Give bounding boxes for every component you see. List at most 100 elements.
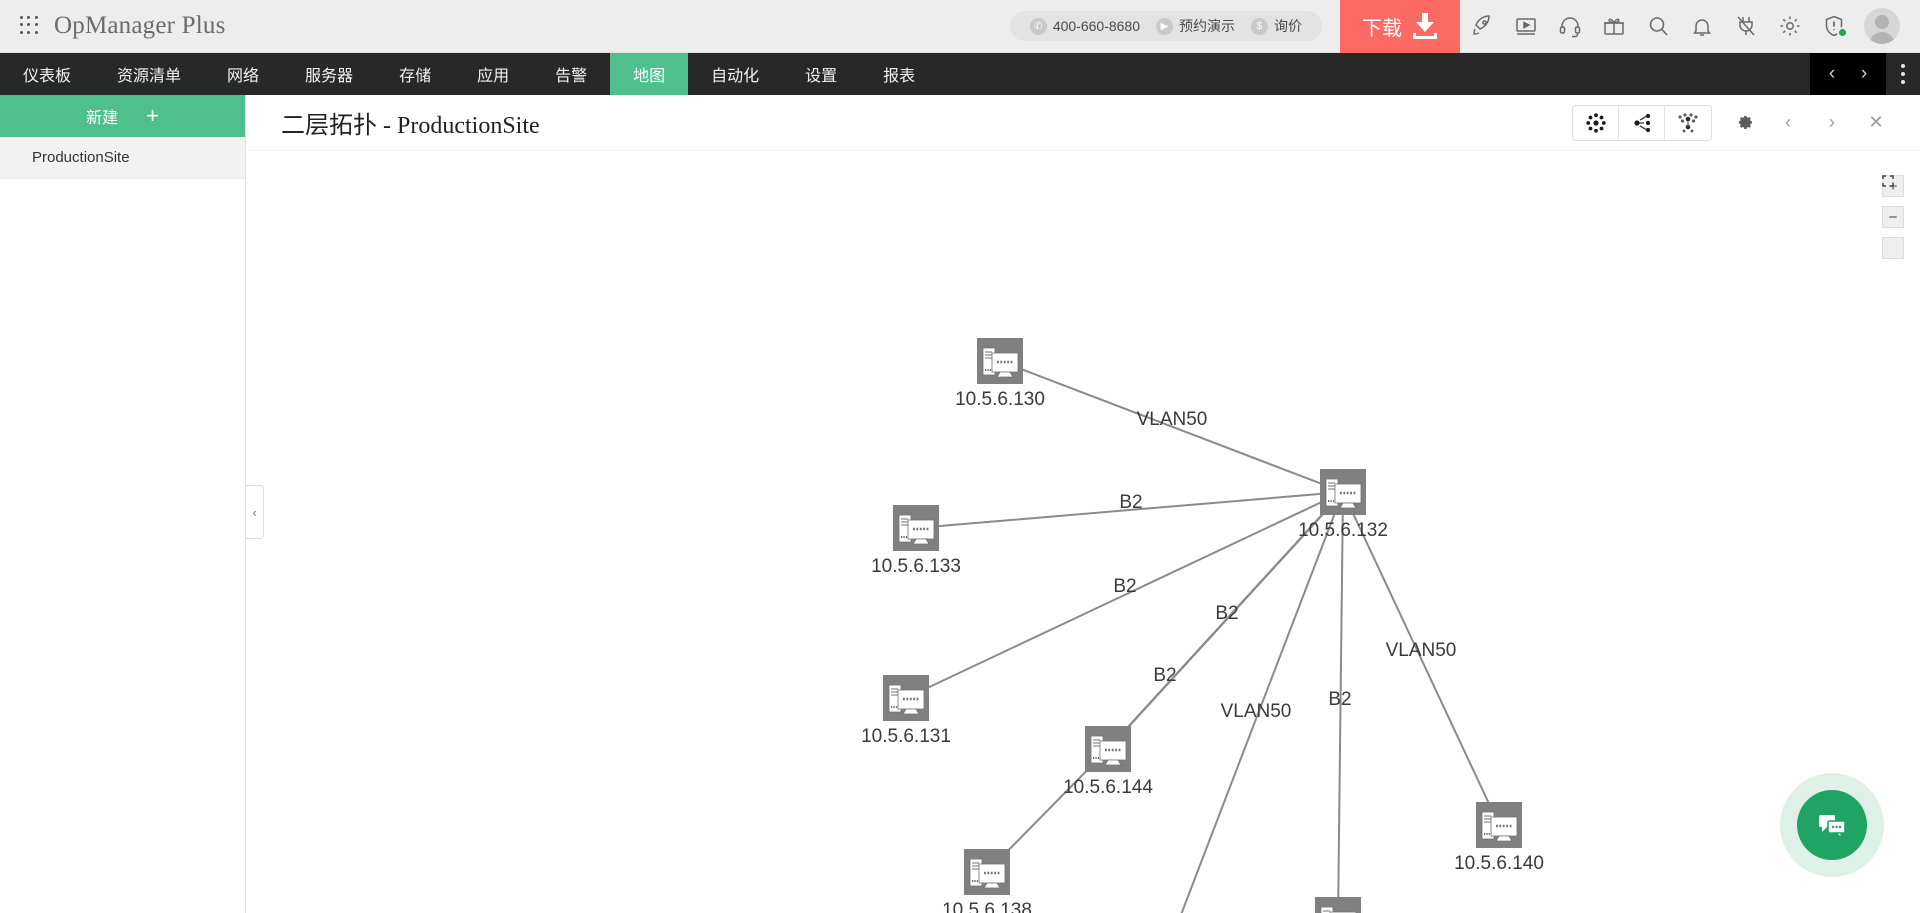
nav-item-network[interactable]: 网络 <box>227 68 260 85</box>
nav-item-application[interactable]: 应用 <box>477 68 510 85</box>
topology-node[interactable] <box>881 673 931 723</box>
video-play-icon: ▶ <box>1156 17 1173 35</box>
topology-node[interactable] <box>975 336 1025 386</box>
host-device-icon <box>1474 800 1524 850</box>
topology-node[interactable] <box>1083 724 1133 774</box>
gear-icon[interactable] <box>1768 0 1812 53</box>
contact-pill: ✆ 400-660-8680 ▶ 预约演示 $ 询价 <box>1009 11 1322 41</box>
nav-arrow-group: ‹ › <box>1810 53 1886 95</box>
radial-layout-icon[interactable] <box>1573 105 1619 140</box>
gift-icon[interactable] <box>1592 0 1636 53</box>
nav-item-reports[interactable]: 报表 <box>883 68 916 85</box>
apps-grid-icon[interactable] <box>20 16 40 36</box>
nav-prev-button[interactable]: ‹ <box>1828 63 1836 84</box>
node-label: 10.5.6.144 <box>1063 777 1153 798</box>
topology-edge[interactable] <box>1337 491 1344 913</box>
download-label: 下载 <box>1362 17 1402 40</box>
rocket-icon[interactable] <box>1460 0 1504 53</box>
price-label: 询价 <box>1274 18 1302 34</box>
nav-item-storage[interactable]: 存储 <box>399 68 432 85</box>
topology-edge[interactable] <box>1342 491 1500 826</box>
nav-item-inventory[interactable]: 资源清单 <box>117 68 182 85</box>
edge-label: B2 <box>1113 576 1136 597</box>
sidebar-item-productionsite[interactable]: ProductionSite <box>0 137 245 179</box>
host-device-icon <box>891 503 941 553</box>
node-label: 10.5.6.131 <box>861 726 951 747</box>
node-label: 10.5.6.130 <box>955 389 1045 410</box>
topology-node[interactable] <box>891 503 941 553</box>
host-device-icon <box>975 336 1025 386</box>
host-device-icon <box>962 847 1012 897</box>
topology-edge[interactable] <box>915 491 1344 529</box>
host-device-icon <box>1318 467 1368 517</box>
content-toolbar: ‹ › ✕ <box>1572 104 1898 141</box>
sidebar-new-button[interactable]: 新建 + <box>0 95 245 137</box>
sidebar-collapse-handle[interactable]: ‹ <box>246 485 264 539</box>
brand-bar: OpManager Plus ✆ 400-660-8680 ▶ 预约演示 $ 询… <box>0 0 1920 53</box>
phone-number: 400-660-8680 <box>1052 18 1140 34</box>
tree-layout-icon[interactable] <box>1665 105 1711 140</box>
topology-edge[interactable] <box>999 360 1344 493</box>
sidebar: 新建 + ProductionSite <box>0 95 246 913</box>
chat-support-button[interactable] <box>1780 773 1884 877</box>
topology-node[interactable] <box>962 847 1012 897</box>
host-device-icon <box>881 673 931 723</box>
close-icon[interactable]: ✕ <box>1868 112 1884 132</box>
header-icon-bar <box>1460 0 1920 53</box>
nav-item-server[interactable]: 服务器 <box>305 68 354 85</box>
host-device-icon <box>1083 724 1133 774</box>
edge-label: B2 <box>1153 665 1176 686</box>
edge-label: VLAN50 <box>1221 701 1292 722</box>
fit-screen-icon[interactable] <box>1882 175 1904 259</box>
demo-label: 预约演示 <box>1179 18 1235 34</box>
topology-edge[interactable] <box>1169 491 1344 913</box>
price-segment[interactable]: $ 询价 <box>1245 16 1308 36</box>
topology-node[interactable] <box>1313 895 1363 913</box>
brand-title: OpManager Plus <box>54 12 226 39</box>
status-dot <box>1837 26 1848 38</box>
shield-alert-icon[interactable] <box>1812 0 1856 53</box>
bell-icon[interactable] <box>1680 0 1724 53</box>
node-label: 10.5.6.132 <box>1298 520 1388 541</box>
headset-icon[interactable] <box>1548 0 1592 53</box>
video-icon[interactable] <box>1504 0 1548 53</box>
phone-icon: ✆ <box>1029 17 1047 35</box>
nav-item-settings[interactable]: 设置 <box>805 68 838 85</box>
edge-layer <box>905 360 1500 913</box>
avatar[interactable] <box>1864 8 1900 44</box>
topology-next-button[interactable]: › <box>1829 112 1835 132</box>
topology-edge[interactable] <box>1104 494 1341 753</box>
topology-node[interactable] <box>1318 467 1368 517</box>
phone-segment[interactable]: ✆ 400-660-8680 <box>1024 17 1146 35</box>
topology-node[interactable] <box>1474 800 1524 850</box>
node-label: 10.5.6.138 <box>942 900 1032 913</box>
topology-prev-button[interactable]: ‹ <box>1785 112 1791 132</box>
nav-next-button[interactable]: › <box>1860 63 1868 84</box>
topology-edge[interactable] <box>905 491 1344 699</box>
edge-label: VLAN50 <box>1137 409 1208 430</box>
zoom-out-button[interactable]: − <box>1882 206 1904 228</box>
spread-layout-icon[interactable] <box>1619 105 1665 140</box>
nav-item-alarm[interactable]: 告警 <box>555 68 588 85</box>
plug-icon[interactable] <box>1724 0 1768 53</box>
download-icon <box>1412 13 1438 39</box>
nav-more-button[interactable] <box>1886 53 1920 95</box>
download-button[interactable]: 下载 <box>1340 0 1460 53</box>
edge-label: B2 <box>1215 603 1238 624</box>
zoom-controls: + − <box>1882 175 1904 259</box>
edge-label: B2 <box>1119 492 1142 513</box>
nav-item-maps[interactable]: 地图 <box>610 53 689 95</box>
nav-item-automation[interactable]: 自动化 <box>711 68 760 85</box>
search-icon[interactable] <box>1636 0 1680 53</box>
edge-label: B2 <box>1328 689 1351 710</box>
demo-segment[interactable]: ▶ 预约演示 <box>1150 16 1241 36</box>
edge-label: VLAN50 <box>1386 640 1457 661</box>
nav-item-dashboard[interactable]: 仪表板 <box>23 68 72 85</box>
nav-right-group: ‹ › <box>1810 53 1920 95</box>
sidebar-new-label: 新建 <box>86 110 119 127</box>
content-header: 二层拓扑 - ProductionSite <box>247 95 1920 151</box>
topology-settings-icon[interactable] <box>1722 106 1766 140</box>
